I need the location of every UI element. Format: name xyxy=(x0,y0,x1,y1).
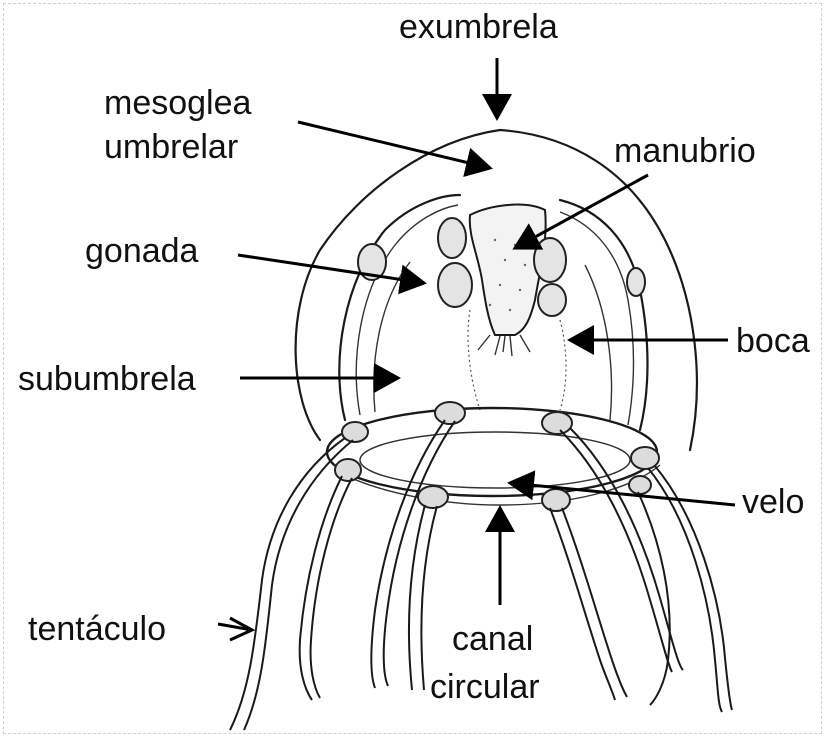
tentacle-bulb-7 xyxy=(542,489,570,511)
gonad-upper-right xyxy=(534,238,566,282)
tentacle-bulb-5 xyxy=(335,459,361,481)
gonad-outer-right xyxy=(627,268,645,296)
label-tentaculo: tentáculo xyxy=(28,610,166,648)
label-manubrio: manubrio xyxy=(614,132,756,170)
label-canal-line2: circular xyxy=(430,668,540,706)
radial-canal-inner-right xyxy=(585,265,612,420)
tentacle-bulb-2 xyxy=(435,402,465,424)
label-mesoglea-line2: umbrelar xyxy=(104,128,238,166)
label-mesoglea-line1: mesoglea xyxy=(104,84,252,122)
manubrium-shape xyxy=(470,205,546,335)
bell-margin-ring xyxy=(327,408,657,496)
label-exumbrela: exumbrela xyxy=(399,8,558,46)
label-canal-line1: canal xyxy=(452,620,533,658)
subumbrella-wall-right xyxy=(560,320,566,410)
tentacle-bulb-6 xyxy=(418,486,448,508)
arrow-tentaculo xyxy=(218,618,252,640)
label-subumbrela: subumbrela xyxy=(18,360,196,398)
label-gonada: gonada xyxy=(85,232,199,270)
radial-canal-inner-left xyxy=(374,262,410,412)
tentacle-bulb-3 xyxy=(542,412,572,434)
subumbrella-wall-left xyxy=(468,310,480,410)
label-boca: boca xyxy=(736,322,810,360)
gonad-lower-right xyxy=(538,284,566,316)
arrow-mesoglea xyxy=(298,122,490,168)
gonad-lower-left xyxy=(438,263,472,307)
arrow-gonada xyxy=(238,255,424,283)
label-velo: velo xyxy=(742,483,804,521)
oral-arms xyxy=(478,335,530,356)
tentacle-bulb-4 xyxy=(631,447,659,469)
gonad-upper-left xyxy=(438,218,466,258)
tentacle-bulb-8 xyxy=(629,476,651,494)
tentacle-bulb-1 xyxy=(342,422,368,442)
velum xyxy=(360,432,630,488)
